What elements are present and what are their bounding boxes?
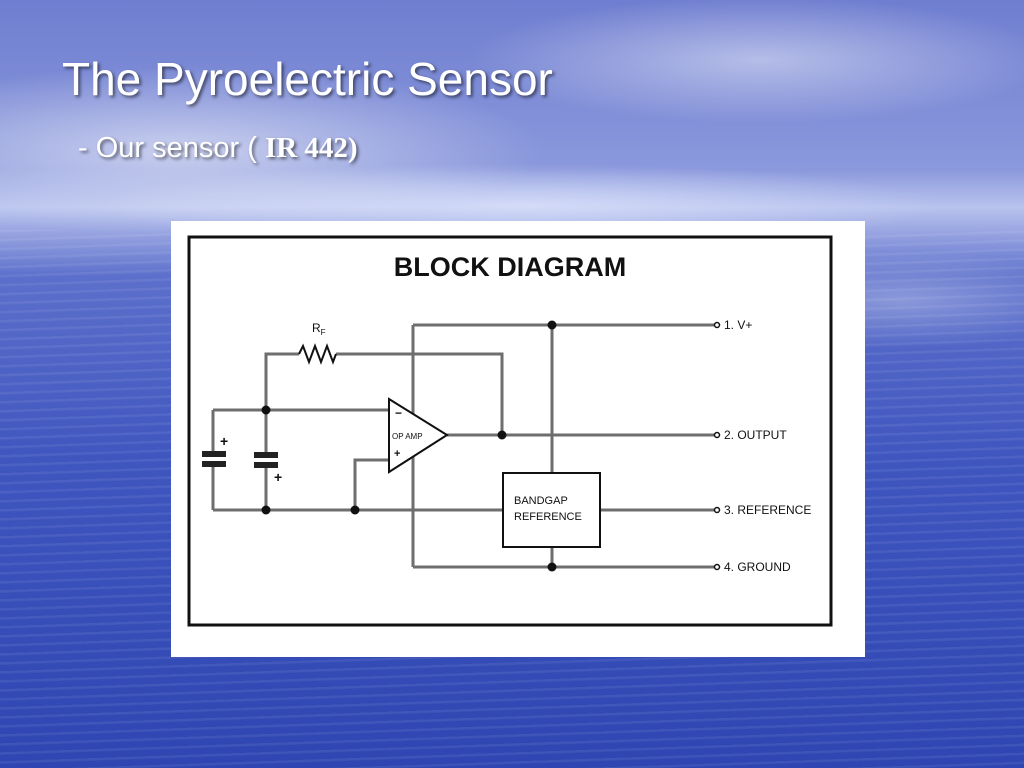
block-diagram-figure: BLOCK DIAGRAM RF + + — [171, 221, 865, 657]
junction-dot — [261, 405, 271, 415]
block-diagram-svg: BLOCK DIAGRAM RF + + — [187, 235, 833, 627]
pin-label-vplus: 1. V+ — [724, 318, 752, 332]
diagram-border — [187, 235, 833, 627]
cap2-polarity: + — [274, 469, 282, 485]
cap2-plate-bottom — [254, 462, 278, 468]
feedback-right-wire — [336, 352, 504, 435]
cap1-plate-bottom — [202, 461, 226, 467]
pin-terminal — [713, 431, 721, 439]
opamp-minus: − — [395, 406, 402, 420]
junction-dot — [547, 562, 557, 572]
slide-title: The Pyroelectric Sensor — [62, 53, 553, 105]
noninverting-input-wire — [353, 458, 389, 510]
slide-subtitle: - Our sensor ( IR 442) — [78, 132, 358, 165]
opamp-plus: + — [394, 448, 400, 460]
junction-dot — [497, 430, 507, 440]
cap1-plate-top — [202, 451, 226, 457]
diagram-heading: BLOCK DIAGRAM — [394, 252, 626, 282]
feedback-resistor — [298, 343, 337, 365]
bandgap-box — [502, 472, 601, 548]
pin-terminal — [713, 321, 721, 329]
junction-dot — [547, 320, 557, 330]
feedback-left-wire — [264, 352, 299, 410]
pin-label-output: 2. OUTPUT — [724, 428, 787, 442]
cap2-plate-top — [254, 452, 278, 458]
opamp-triangle — [388, 397, 449, 474]
bandgap-label-line2: REFERENCE — [514, 511, 582, 523]
bandgap-label-line1: BANDGAP — [514, 495, 568, 507]
cap1-polarity: + — [220, 433, 228, 449]
pin-label-ground: 4. GROUND — [724, 560, 791, 574]
junction-dot — [350, 505, 360, 515]
pin-label-reference: 3. REFERENCE — [724, 503, 811, 517]
junction-dot — [261, 505, 271, 515]
pin-terminal — [713, 563, 721, 571]
pin-terminal — [713, 506, 721, 514]
opamp-label: OP AMP — [392, 432, 423, 441]
sensor-model: IR 442) — [264, 132, 358, 164]
resistor-label: RF — [312, 321, 326, 337]
subtitle-prefix: - Our sensor ( — [78, 132, 265, 164]
